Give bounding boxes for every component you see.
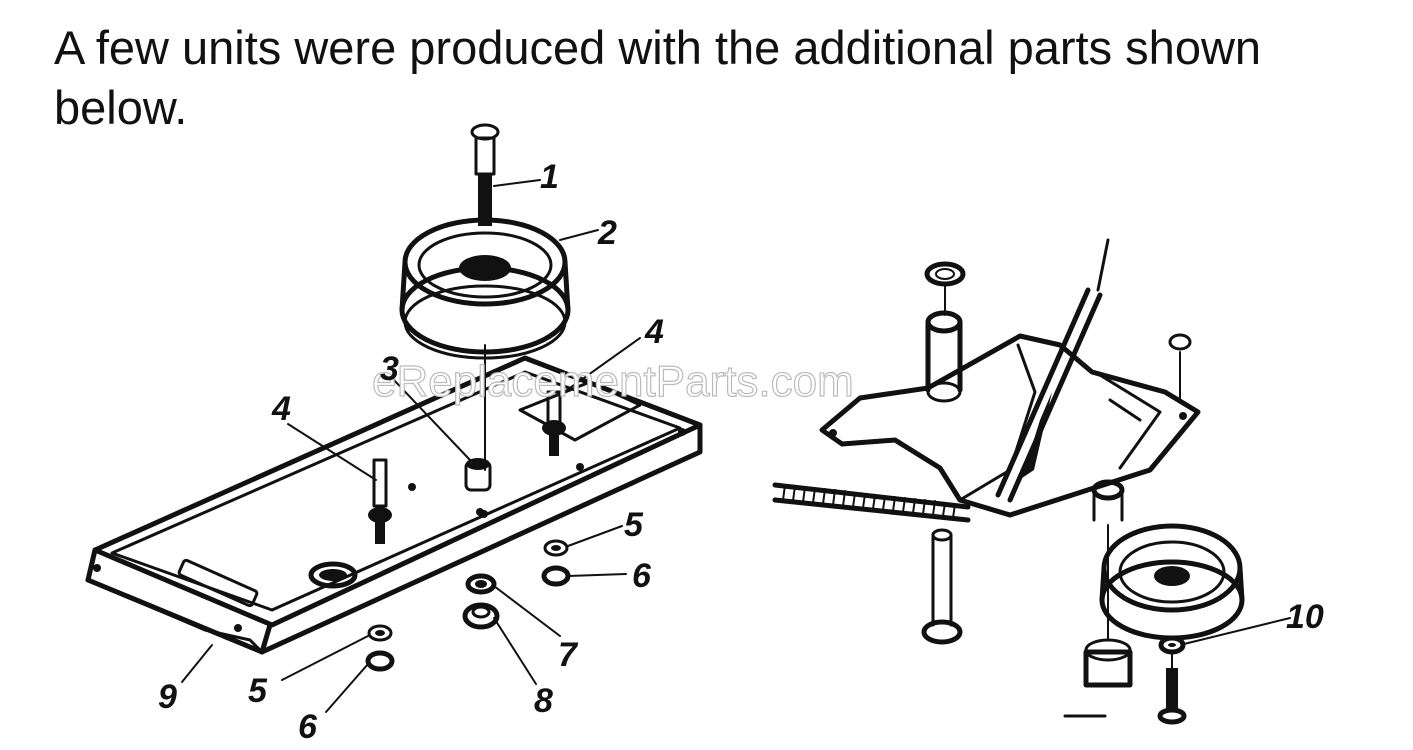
callout-9: 9 (158, 678, 177, 716)
part-10-washer (1158, 635, 1186, 655)
callout-5-lower: 5 (248, 672, 268, 710)
part-1-bolt (470, 123, 500, 226)
right-spring (772, 482, 971, 523)
right-assembly (772, 238, 1291, 725)
part-3-spacer (464, 458, 492, 516)
part-8-nut (462, 602, 500, 630)
left-assembly (85, 123, 703, 713)
part-2-pulley (399, 217, 571, 471)
callout-6-lower: 6 (298, 708, 318, 746)
right-pulley (1099, 523, 1245, 641)
right-bottom-bolt (1157, 651, 1187, 725)
right-bracket-plate (819, 333, 1201, 518)
callout-1: 1 (540, 158, 559, 196)
part-5-6-stack-right (541, 539, 571, 587)
right-small-washer (1168, 333, 1192, 401)
callout-10: 10 (1286, 598, 1324, 636)
right-top-washer (924, 261, 966, 316)
callout-6-right: 6 (632, 557, 652, 595)
callout-4-right: 4 (644, 313, 664, 351)
right-lower-nut (1083, 638, 1133, 688)
callout-labels: 1 2 3 4 4 5 5 6 6 7 8 9 10 (158, 158, 1324, 746)
callout-8: 8 (534, 682, 553, 720)
watermark: eReplacementParts.com (372, 357, 854, 406)
part-5-6-stack-lower (365, 624, 395, 672)
right-spacer (1091, 479, 1125, 641)
right-lower-stud (921, 528, 963, 645)
part-4-stud-right (542, 390, 566, 456)
callout-4-left: 4 (271, 390, 291, 428)
callout-7: 7 (558, 636, 579, 674)
callout-2: 2 (597, 214, 617, 252)
intro-text: A few units were produced with the addit… (54, 21, 1262, 134)
leader-line-10 (1183, 617, 1291, 645)
callout-5-right: 5 (624, 506, 644, 544)
leader-lines-left (181, 179, 641, 713)
part-4-stud-left (368, 458, 392, 544)
callout-3: 3 (380, 350, 399, 388)
right-link-rod (995, 238, 1110, 503)
part-7-washer (465, 573, 497, 595)
right-pivot-sleeve (925, 310, 963, 403)
